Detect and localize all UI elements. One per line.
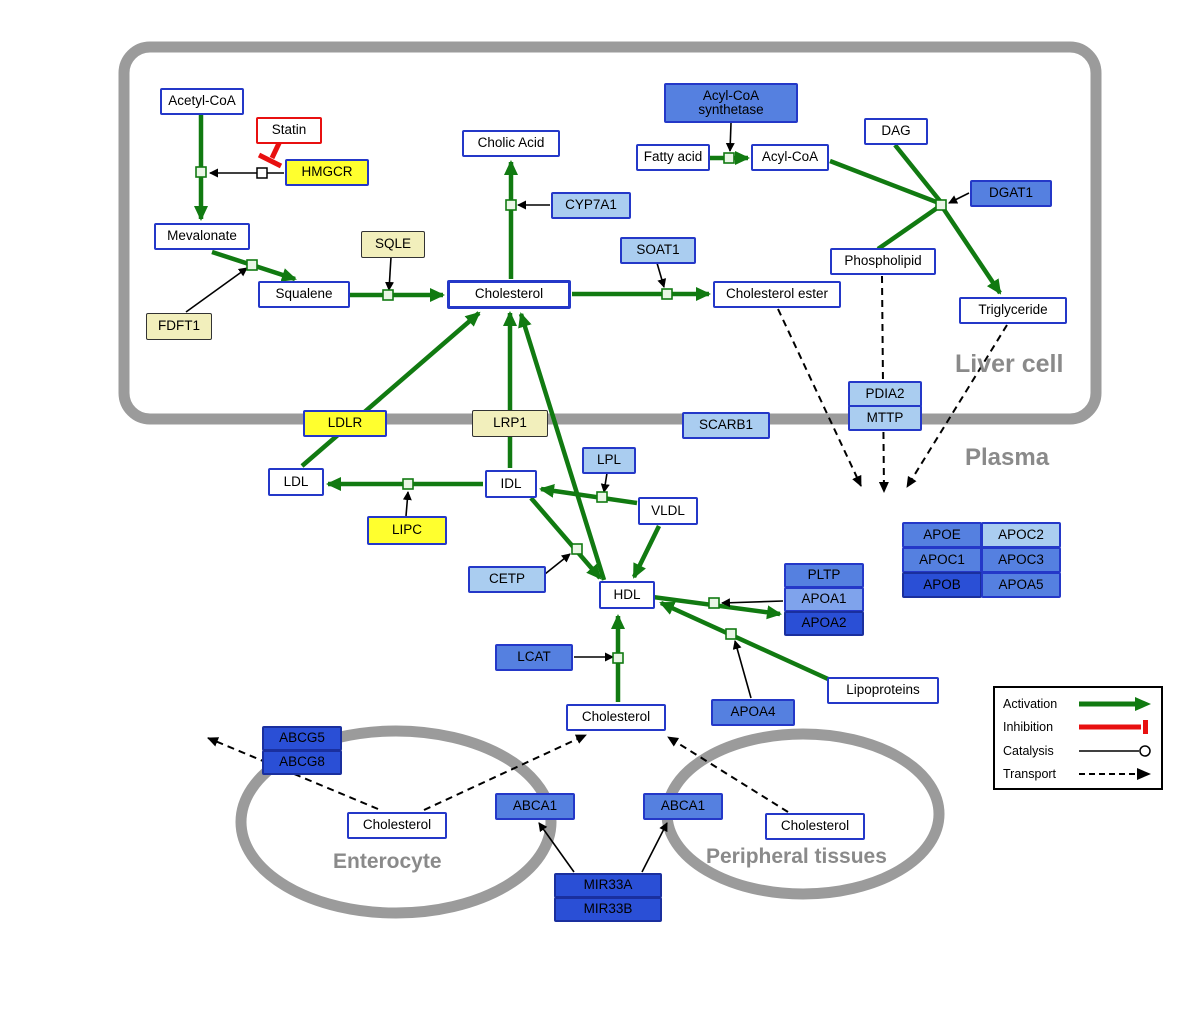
node-lpl[interactable]: LPL xyxy=(582,447,636,474)
legend: Activation Inhibition Catalysis Transpor… xyxy=(993,686,1163,790)
node-abca1-enterocyte[interactable]: ABCA1 xyxy=(495,793,575,820)
node-dgat1[interactable]: DGAT1 xyxy=(970,180,1052,207)
node-pdia2[interactable]: PDIA2 xyxy=(848,381,922,407)
legend-row-catalysis: Catalysis xyxy=(1003,741,1155,761)
node-mttp[interactable]: MTTP xyxy=(848,405,922,431)
node-cetp[interactable]: CETP xyxy=(468,566,546,593)
node-statin[interactable]: Statin xyxy=(256,117,322,144)
activation-edges xyxy=(194,114,1002,702)
legend-row-inhibition: Inhibition xyxy=(1003,717,1155,737)
node-triglyceride[interactable]: Triglyceride xyxy=(959,297,1067,324)
legend-catalysis-label: Catalysis xyxy=(1003,743,1054,758)
node-idl[interactable]: IDL xyxy=(485,470,537,498)
node-cyp7a1[interactable]: CYP7A1 xyxy=(551,192,631,219)
node-apob[interactable]: APOB xyxy=(902,572,982,598)
legend-row-transport: Transport xyxy=(1003,764,1155,784)
node-apoe[interactable]: APOE xyxy=(902,522,982,548)
node-ldl[interactable]: LDL xyxy=(268,468,324,496)
node-acyl-coa[interactable]: Acyl-CoA xyxy=(751,144,829,171)
node-lcat[interactable]: LCAT xyxy=(495,644,573,671)
node-cholesterol-ester[interactable]: Cholesterol ester xyxy=(713,281,841,308)
catalysis-edges xyxy=(185,122,970,873)
legend-activation-label: Activation xyxy=(1003,697,1058,711)
node-abcg8[interactable]: ABCG8 xyxy=(262,750,342,775)
node-apoa5[interactable]: APOA5 xyxy=(981,572,1061,598)
inhibition-tee-icon xyxy=(1079,720,1148,735)
node-acetyl-coa[interactable]: Acetyl-CoA xyxy=(160,88,244,115)
node-ldlr[interactable]: LDLR xyxy=(303,410,387,437)
liver-cell-label: Liver cell xyxy=(955,350,1064,378)
legend-row-activation: Activation xyxy=(1003,694,1155,714)
node-fdft1[interactable]: FDFT1 xyxy=(146,313,212,340)
node-lipc[interactable]: LIPC xyxy=(367,516,447,545)
node-cholic-acid[interactable]: Cholic Acid xyxy=(462,130,560,157)
legend-inhibition-label: Inhibition xyxy=(1003,720,1054,735)
node-fatty-acid[interactable]: Fatty acid xyxy=(636,144,710,171)
peripheral-tissues-label: Peripheral tissues xyxy=(706,845,887,868)
node-abca1-peripheral[interactable]: ABCA1 xyxy=(643,793,723,820)
node-lipoproteins[interactable]: Lipoproteins xyxy=(827,677,939,704)
node-phospholipid[interactable]: Phospholipid xyxy=(830,248,936,275)
legend-transport-label: Transport xyxy=(1003,766,1057,781)
enterocyte-outline xyxy=(235,725,557,919)
node-cholesterol-peripheral[interactable]: Cholesterol xyxy=(765,813,865,840)
catalysis-port-square xyxy=(256,167,268,179)
node-cholesterol-plasma[interactable]: Cholesterol xyxy=(566,704,666,731)
node-acyl-coa-synthetase[interactable]: Acyl-CoA synthetase xyxy=(664,83,798,123)
node-lrp1[interactable]: LRP1 xyxy=(472,410,548,437)
node-soat1[interactable]: SOAT1 xyxy=(620,237,696,264)
node-hmgcr[interactable]: HMGCR xyxy=(285,159,369,186)
catalysis-circle-icon xyxy=(1079,744,1151,757)
node-mir33b[interactable]: MIR33B xyxy=(554,897,662,922)
node-apoa4[interactable]: APOA4 xyxy=(711,699,795,726)
node-squalene[interactable]: Squalene xyxy=(258,281,350,308)
compartment-outlines xyxy=(118,41,1102,919)
node-cholesterol-liver[interactable]: Cholesterol xyxy=(447,280,571,309)
node-apoc1[interactable]: APOC1 xyxy=(902,547,982,573)
reaction-node-squares xyxy=(195,152,947,664)
node-apoa2[interactable]: APOA2 xyxy=(784,611,864,636)
plasma-label: Plasma xyxy=(965,444,1050,471)
enterocyte-label: Enterocyte xyxy=(333,850,442,873)
node-vldl[interactable]: VLDL xyxy=(638,497,698,525)
activation-arrow-icon xyxy=(1079,697,1151,711)
node-mevalonate[interactable]: Mevalonate xyxy=(154,223,250,250)
node-dag[interactable]: DAG xyxy=(864,118,928,145)
node-cholesterol-enterocyte[interactable]: Cholesterol xyxy=(347,812,447,839)
liver-cell-outline xyxy=(118,41,1102,425)
transport-dashed-arrow-icon xyxy=(1079,767,1151,780)
node-sqle[interactable]: SQLE xyxy=(361,231,425,258)
node-apoa1[interactable]: APOA1 xyxy=(784,587,864,612)
node-abcg5[interactable]: ABCG5 xyxy=(262,726,342,751)
node-apoc3[interactable]: APOC3 xyxy=(981,547,1061,573)
node-pltp[interactable]: PLTP xyxy=(784,563,864,588)
node-apoc2[interactable]: APOC2 xyxy=(981,522,1061,548)
node-hdl[interactable]: HDL xyxy=(599,581,655,609)
node-scarb1[interactable]: SCARB1 xyxy=(682,412,770,439)
node-mir33a[interactable]: MIR33A xyxy=(554,873,662,898)
